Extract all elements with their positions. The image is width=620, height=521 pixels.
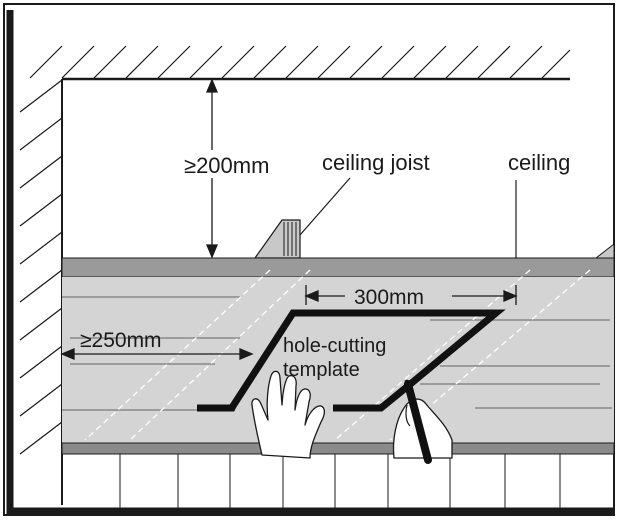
template-label-line1: hole-cutting — [283, 335, 386, 357]
bottom-tiles — [119, 454, 561, 508]
clearance-label-bg — [180, 150, 305, 178]
wall-distance-label: ≥250mm — [80, 329, 162, 352]
right-hand-pen-illustration — [392, 379, 453, 464]
clearance-label: ≥200mm — [184, 153, 269, 178]
template-outline — [197, 309, 506, 412]
width-label: 300mm — [354, 286, 424, 309]
panel-lines — [62, 296, 612, 411]
ceiling-panel — [62, 277, 614, 443]
bottom-band — [61, 442, 615, 455]
ceiling-label: ceiling — [508, 150, 570, 175]
dashed-guides — [84, 269, 591, 441]
left-wall-hatching — [19, 79, 63, 455]
ceiling-joist-leader — [299, 177, 351, 236]
width-dimension-arrow — [304, 285, 518, 305]
left-hand-illustration — [251, 370, 326, 459]
pen — [404, 380, 432, 464]
ceiling-joist-hatch — [283, 222, 297, 256]
wall-distance-arrow — [60, 348, 254, 360]
top-structure-hatching — [29, 45, 571, 79]
ceiling-joist-label: ceiling joist — [322, 150, 430, 175]
ceiling-band — [61, 257, 615, 278]
template-label-line2: template — [283, 359, 360, 381]
